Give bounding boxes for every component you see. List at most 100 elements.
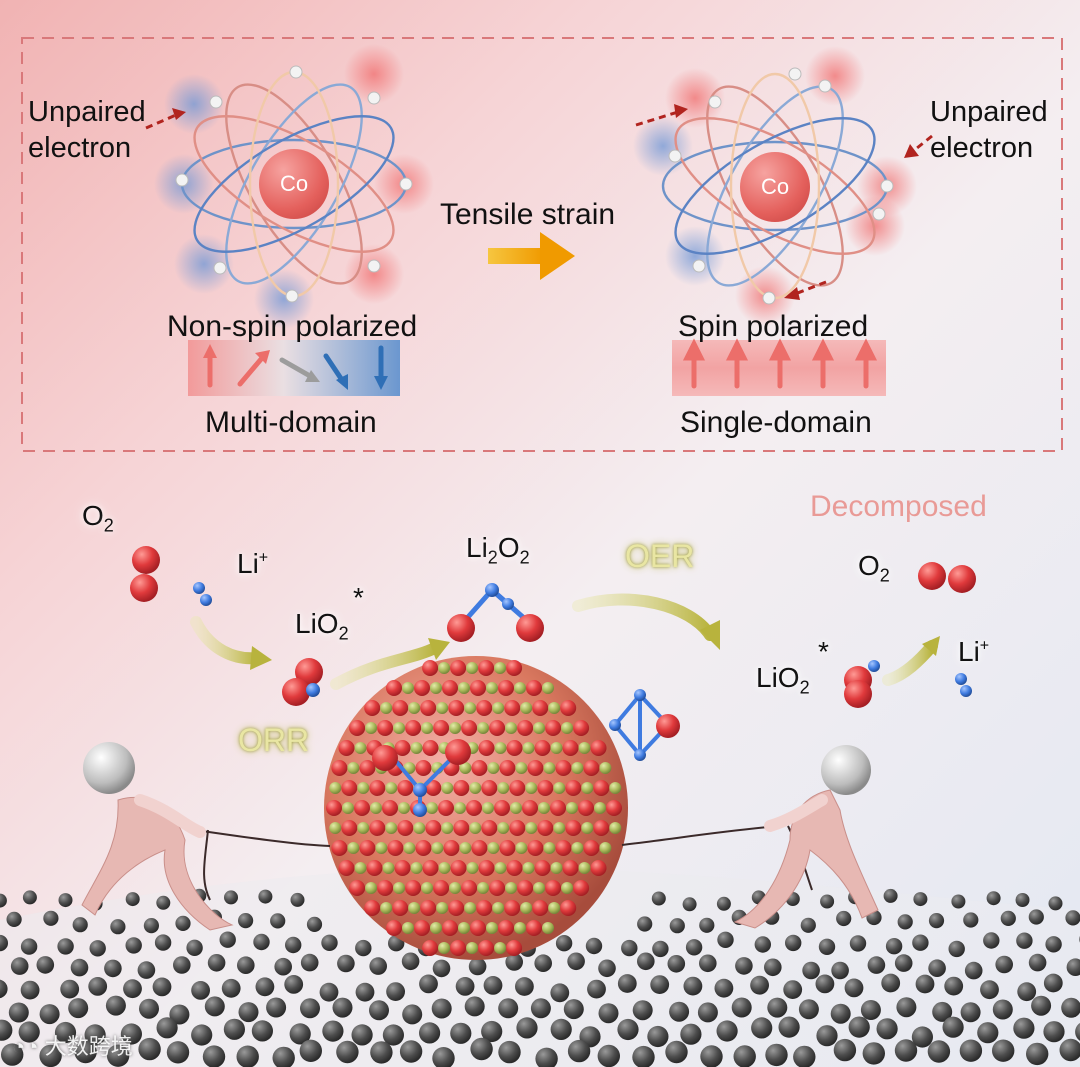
lattice-support-atom xyxy=(382,862,395,874)
carbon-atom xyxy=(617,974,637,993)
lattice-cobalt-atom xyxy=(476,900,493,916)
carbon-atom xyxy=(897,914,913,930)
carbon-atom xyxy=(253,933,270,951)
lattice-support-atom xyxy=(375,842,388,854)
carbon-atom xyxy=(913,892,928,907)
oer-label: OER xyxy=(625,538,695,574)
lattice-cobalt-atom xyxy=(504,900,521,916)
carbon-atom xyxy=(1075,1022,1080,1041)
right-unpaired-electron-label: Unpaired electron xyxy=(930,96,1048,164)
carbon-atom xyxy=(369,957,388,975)
carbon-atom xyxy=(432,1047,455,1067)
lattice-support-atom xyxy=(426,802,438,814)
lattice-cobalt-atom xyxy=(590,740,607,756)
lattice-support-atom xyxy=(430,922,442,934)
lattice-cobalt-atom xyxy=(414,680,430,696)
lattice-cobalt-atom xyxy=(573,880,590,896)
lattice-support-atom xyxy=(449,722,462,734)
carbon-atom xyxy=(169,1004,190,1025)
lattice-support-atom xyxy=(329,822,342,834)
lattice-support-atom xyxy=(581,822,594,834)
carbon-atom xyxy=(274,957,293,976)
lattice-support-atom xyxy=(553,782,566,794)
carbon-atom xyxy=(123,979,142,999)
carbon-atom xyxy=(700,1045,723,1067)
lattice-support-atom xyxy=(486,682,498,694)
carbon-atom xyxy=(1043,1021,1065,1043)
carbon-atom xyxy=(1065,910,1080,926)
carbon-atom xyxy=(0,934,8,952)
carbon-atom xyxy=(735,957,753,975)
carbon-atom xyxy=(238,1002,259,1023)
watermark-logo-icon: ◔◔ xyxy=(12,1034,45,1059)
lattice-support-atom xyxy=(571,842,584,854)
carbon-atom xyxy=(191,1024,213,1046)
lattice-cobalt-atom xyxy=(425,780,442,796)
lattice-cobalt-atom xyxy=(526,920,542,936)
carbon-atom xyxy=(60,979,80,999)
lattice-cobalt-atom xyxy=(326,800,342,816)
lattice-cobalt-atom xyxy=(422,660,439,676)
spin-polarized-label: Spin polarized xyxy=(678,310,869,343)
carbon-atom xyxy=(767,997,788,1018)
lattice-cobalt-atom xyxy=(453,780,470,796)
lattice-cobalt-atom xyxy=(420,900,437,916)
carbon-atom xyxy=(927,1040,951,1063)
lattice-cobalt-atom xyxy=(364,700,381,716)
right-pulling-figure xyxy=(733,745,879,929)
lattice-support-atom xyxy=(571,762,584,774)
lattice-support-atom xyxy=(599,762,612,774)
lattice-cobalt-atom xyxy=(470,920,486,936)
carbon-atom xyxy=(319,982,339,1002)
lattice-support-atom xyxy=(553,822,566,834)
o2-label-left: O2 xyxy=(82,500,114,536)
lattice-cobalt-atom xyxy=(450,660,467,676)
lattice-support-atom xyxy=(354,742,367,754)
carbon-atom xyxy=(764,958,782,977)
lattice-support-atom xyxy=(510,802,522,814)
carbon-atom xyxy=(894,954,913,972)
carbon-atom xyxy=(39,1004,60,1025)
lattice-support-atom xyxy=(449,882,462,894)
lattice-support-atom xyxy=(365,882,378,894)
carbon-atom xyxy=(0,893,7,908)
lattice-cobalt-atom xyxy=(386,680,402,696)
lattice-cobalt-atom xyxy=(438,800,454,816)
carbon-atom xyxy=(597,1044,620,1067)
carbon-atom xyxy=(300,998,320,1019)
carbon-atom xyxy=(683,976,703,996)
carbon-atom xyxy=(186,939,203,956)
carbon-atom xyxy=(951,894,966,909)
lattice-support-atom xyxy=(538,802,550,814)
lattice-support-atom xyxy=(357,782,370,794)
carbon-atom xyxy=(402,1004,423,1025)
lattice-support-atom xyxy=(329,782,342,794)
lattice-cobalt-atom xyxy=(433,880,450,896)
o2-molecule-left xyxy=(130,546,160,602)
carbon-atom xyxy=(995,955,1013,974)
lattice-cobalt-atom xyxy=(331,840,348,856)
carbon-atom xyxy=(881,973,901,993)
carbon-atom xyxy=(836,910,852,927)
carbon-atom xyxy=(992,1039,1015,1062)
lattice-support-atom xyxy=(497,822,510,834)
lattice-cobalt-atom xyxy=(461,720,478,736)
carbon-atom xyxy=(862,1042,885,1065)
lattice-support-atom xyxy=(342,802,354,814)
lattice-support-atom xyxy=(380,702,393,714)
carbon-atom xyxy=(355,982,375,1002)
carbon-atom xyxy=(621,939,638,957)
carbon-atom xyxy=(831,961,849,980)
lattice-cobalt-atom xyxy=(583,760,600,776)
lattice-support-atom xyxy=(458,922,470,934)
carbon-atom xyxy=(322,1020,344,1042)
lattice-cobalt-atom xyxy=(537,820,554,836)
carbon-atom xyxy=(699,954,717,973)
lattice-support-atom xyxy=(441,822,454,834)
lattice-support-atom xyxy=(464,702,477,714)
carbon-atom xyxy=(382,1024,404,1046)
lattice-cobalt-atom xyxy=(476,700,493,716)
carbon-atom xyxy=(650,975,670,994)
lio2-label-left: LiO2 xyxy=(295,608,349,644)
carbon-atom xyxy=(783,980,803,999)
